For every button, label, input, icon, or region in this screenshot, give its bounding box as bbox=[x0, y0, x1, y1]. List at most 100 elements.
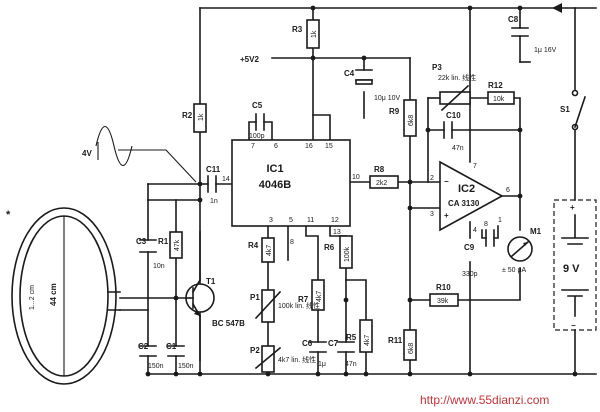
transistor-t1: T1 BC 547B bbox=[185, 277, 245, 328]
c3-value: 10n bbox=[153, 263, 165, 270]
ic2-name: IC2 bbox=[458, 183, 475, 195]
resistor-r4: R4 4k7 bbox=[248, 237, 275, 263]
ic2-pin-7: 7 bbox=[473, 163, 477, 170]
ic2-opamp: IC2 CA 3130 2 3 6 7 4 8 1 − + bbox=[430, 160, 510, 234]
r9-ref: R9 bbox=[389, 107, 400, 116]
r2-value: 1k bbox=[198, 113, 205, 121]
capacitor-c4: C4 10μ 10V bbox=[344, 69, 401, 102]
p2-ref: P2 bbox=[250, 346, 260, 355]
battery-value: 9 V bbox=[563, 263, 580, 275]
ic1-pin-3: 3 bbox=[269, 217, 273, 224]
r6-value: 100k bbox=[344, 246, 351, 262]
resistor-r9: R9 6k8 bbox=[389, 99, 417, 137]
m1-ref: M1 bbox=[530, 227, 542, 236]
resistor-r2: R2 1k bbox=[182, 103, 207, 133]
junction-dots bbox=[145, 5, 578, 377]
r5-value: 4k7 bbox=[364, 335, 371, 346]
loop-coil: 44 cm 1...2 cm * bbox=[6, 207, 121, 385]
coil-star: * bbox=[6, 209, 11, 221]
c7-value: 47n bbox=[345, 361, 357, 368]
p2-value: 4k7 lin. 线性 bbox=[278, 355, 316, 364]
battery-plus: + bbox=[570, 203, 575, 212]
c10-value: 47n bbox=[452, 145, 464, 152]
potentiometer-p1: P1 100k lin. 线性 bbox=[250, 289, 320, 323]
ic1-pin-8: 8 bbox=[290, 239, 294, 246]
resistor-r11: R11 6k8 bbox=[388, 329, 417, 361]
ic1-pin-5: 5 bbox=[289, 217, 293, 224]
input-signal: 4V bbox=[82, 125, 133, 167]
ic1-pin-6: 6 bbox=[274, 143, 278, 150]
ic2-pin-4: 4 bbox=[473, 227, 477, 234]
c7-ref: C7 bbox=[328, 339, 339, 348]
capacitor-c1: C1 150n bbox=[166, 342, 194, 370]
ic2-pin-2: 2 bbox=[430, 175, 434, 182]
r1-value: 47k bbox=[174, 239, 181, 251]
ic1-pin-16: 16 bbox=[305, 143, 313, 150]
potentiometer-p2: P2 4k7 lin. 线性 bbox=[250, 345, 316, 373]
ic1-part: 4046B bbox=[259, 179, 291, 191]
c6-value: 1μ bbox=[318, 361, 326, 368]
potentiometer-p3: P3 22k lin. 线性 bbox=[432, 63, 476, 112]
ic1-pin-15: 15 bbox=[325, 143, 333, 150]
capacitor-c5: C5 100p bbox=[249, 101, 265, 140]
r6-ref: R6 bbox=[324, 243, 335, 252]
ic1-pin-12: 12 bbox=[331, 217, 339, 224]
ic2-plus: + bbox=[444, 211, 449, 220]
r7-value: 4k7 bbox=[316, 291, 323, 302]
capacitor-c8: C8 1μ 16V bbox=[508, 15, 557, 54]
flow-arrow-icon bbox=[552, 3, 562, 13]
input-signal-label: 4V bbox=[82, 149, 92, 158]
r10-ref: R10 bbox=[436, 283, 451, 292]
capacitor-c3: C3 10n bbox=[136, 237, 165, 270]
resistor-r1: R1 47k bbox=[158, 231, 183, 259]
c5-value: 100p bbox=[249, 133, 265, 140]
switch-s1: S1 bbox=[560, 89, 587, 131]
t1-ref: T1 bbox=[206, 277, 216, 286]
c5-ref: C5 bbox=[252, 101, 263, 110]
c2-value: 150n bbox=[148, 363, 164, 370]
c3-ref: C3 bbox=[136, 237, 147, 246]
ic1-pin-13: 13 bbox=[333, 229, 341, 236]
r10-value: 39k bbox=[437, 298, 449, 305]
r3-value: 1k bbox=[311, 30, 318, 38]
r4-ref: R4 bbox=[248, 241, 259, 250]
ic1-pin-10: 10 bbox=[352, 174, 360, 181]
resistor-r10: R10 39k bbox=[429, 283, 459, 307]
r12-ref: R12 bbox=[488, 81, 503, 90]
capacitor-c7: C7 47n bbox=[328, 339, 357, 368]
c4-value: 10μ 10V bbox=[374, 95, 401, 102]
c9-ref: C9 bbox=[464, 243, 475, 252]
r5-ref: R5 bbox=[346, 333, 357, 342]
r7-ref: R7 bbox=[298, 295, 309, 304]
ic1-chip: IC1 4046B 7 6 16 15 14 10 3 5 11 12 8 13 bbox=[222, 139, 360, 246]
c10-ref: C10 bbox=[446, 111, 461, 120]
capacitor-c2: C2 150n bbox=[138, 342, 164, 370]
c6-ref: C6 bbox=[302, 339, 313, 348]
p1-value: 100k lin. 线性 bbox=[278, 301, 320, 310]
p3-ref: P3 bbox=[432, 63, 442, 72]
resistor-r8: R8 2k2 bbox=[369, 165, 399, 189]
c9-value: 330p bbox=[462, 271, 478, 278]
supply-label: +5V2 bbox=[240, 55, 259, 64]
t1-type: BC 547B bbox=[212, 319, 245, 328]
ic2-pin-8: 8 bbox=[484, 221, 488, 228]
m1-value: ± 50 μA bbox=[502, 267, 527, 274]
p3-value: 22k lin. 线性 bbox=[438, 73, 476, 82]
c11-value: 1n bbox=[210, 198, 218, 205]
resistor-r5: R5 4k7 bbox=[346, 319, 373, 353]
c1-value: 150n bbox=[178, 363, 194, 370]
ic2-pin-6: 6 bbox=[506, 187, 510, 194]
ic1-pin-11: 11 bbox=[307, 217, 314, 224]
r9-value: 6k8 bbox=[408, 115, 415, 126]
resistor-r7: R7 4k7 bbox=[298, 279, 325, 311]
meter-m1: M1 ± 50 μA bbox=[502, 227, 542, 274]
ic1-pin-14: 14 bbox=[222, 176, 230, 183]
watermark: http://www.55dianzi.com bbox=[420, 393, 549, 407]
ic2-minus: − bbox=[444, 177, 449, 186]
ic1-name: IC1 bbox=[266, 163, 283, 175]
r2-ref: R2 bbox=[182, 111, 193, 120]
ic2-pin-3: 3 bbox=[430, 211, 434, 218]
capacitor-c6: C6 1μ bbox=[302, 339, 327, 368]
r8-value: 2k2 bbox=[376, 180, 387, 187]
